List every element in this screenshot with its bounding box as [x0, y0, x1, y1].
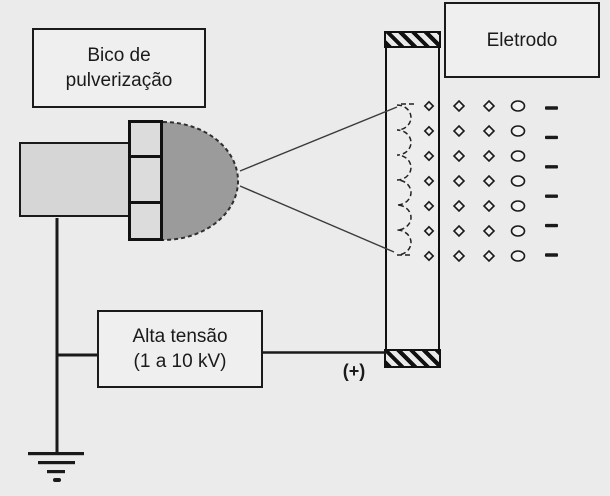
droplet-diamond: [452, 149, 466, 163]
droplet-diamond: [423, 175, 435, 187]
negative-charge-minus: [545, 223, 558, 228]
droplet-diamond: [452, 99, 466, 113]
droplet-diamond: [482, 174, 496, 188]
electrode-hatched-cap-top: [384, 31, 441, 48]
spray-dome-dashed-outline: [162, 121, 239, 241]
droplet-diamond: [482, 249, 496, 263]
droplet-diamond: [423, 125, 435, 137]
droplet-diamond: [482, 199, 496, 213]
droplet-diamond: [482, 99, 496, 113]
electrode-plate: [385, 47, 440, 350]
spray-cone-lower-line: [239, 185, 395, 253]
droplet-diamond: [482, 224, 496, 238]
droplet-oval: [510, 175, 526, 187]
voltage-label-line2: (1 a 10 kV): [133, 351, 227, 372]
droplet-diamond: [423, 150, 435, 162]
negative-charge-minus: [545, 135, 558, 140]
droplet-oval: [510, 150, 526, 162]
nozzle-label-line2: pulverização: [65, 70, 173, 91]
electrode-label-box: Eletrodo: [444, 2, 600, 78]
negative-charge-signs: [545, 106, 558, 257]
droplet-oval: [510, 125, 526, 137]
droplet-diamond: [482, 124, 496, 138]
positive-polarity-label: (+): [342, 361, 366, 381]
droplet-diamond: [423, 250, 435, 262]
droplet-diamond: [423, 100, 435, 112]
droplet-oval: [510, 225, 526, 237]
liquid-film-scallop-line: [396, 103, 414, 256]
droplet-oval: [510, 250, 526, 262]
droplet-diamond: [452, 199, 466, 213]
droplet-oval: [510, 200, 526, 212]
droplet-diamond: [482, 149, 496, 163]
negative-charge-minus: [545, 106, 558, 110]
nozzle-body: [19, 142, 130, 217]
negative-charge-minus: [545, 253, 558, 257]
ground-dot: [53, 478, 61, 482]
nozzle-collar-bottom-block: [128, 201, 163, 241]
droplet-field: [423, 99, 526, 263]
droplet-diamond: [423, 225, 435, 237]
nozzle-label-box: Bico de pulverização: [32, 28, 206, 108]
electrode-label: Eletrodo: [486, 29, 558, 51]
ground-bar-long: [28, 452, 84, 456]
spray-cone-upper-line: [239, 106, 398, 172]
negative-charge-minus: [545, 165, 558, 169]
droplet-diamond: [452, 124, 466, 138]
ground-bar-medium: [38, 461, 75, 465]
spray-dome: [163, 122, 238, 240]
electrode-hatched-cap-bottom: [384, 349, 441, 368]
nozzle-collar-top-block: [128, 120, 163, 159]
nozzle-label-line1: Bico de: [87, 45, 151, 66]
droplet-diamond: [452, 174, 466, 188]
voltage-label-box: Alta tensão (1 a 10 kV): [97, 310, 263, 388]
droplet-oval: [510, 100, 526, 112]
ground-bar-short: [47, 470, 65, 474]
negative-charge-minus: [545, 194, 558, 198]
droplet-diamond: [423, 200, 435, 212]
droplet-diamond: [452, 224, 466, 238]
ground-symbol: [28, 452, 84, 482]
droplet-diamond: [452, 249, 466, 263]
voltage-label-line1: Alta tensão: [132, 326, 228, 347]
